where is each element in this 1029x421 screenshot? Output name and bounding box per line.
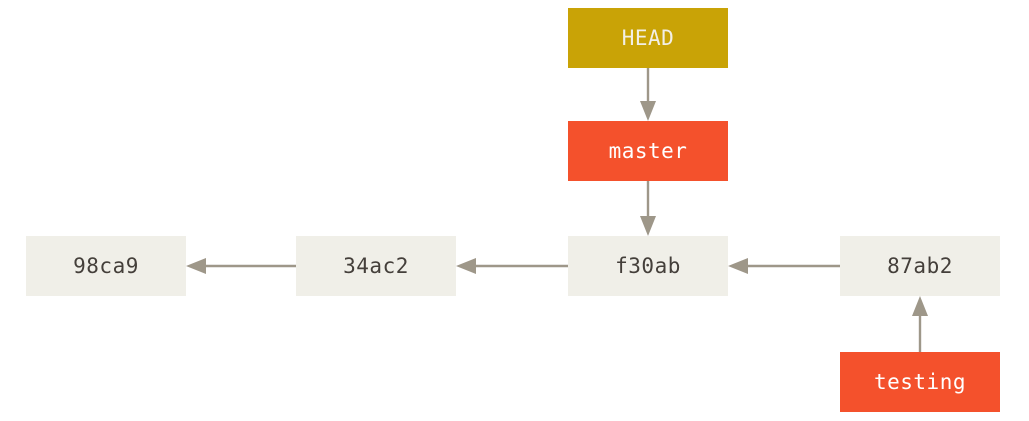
node-commit-87ab2-label: 87ab2 (887, 253, 953, 278)
node-branch-master[interactable]: master (568, 121, 728, 181)
arrowhead-icon (728, 258, 748, 274)
edge-head-to-master (640, 68, 656, 121)
node-commit-98ca9-label: 98ca9 (73, 253, 139, 278)
arrowhead-icon (912, 296, 928, 316)
arrowhead-icon (640, 101, 656, 121)
edge-master-to-f30ab (640, 181, 656, 236)
edge-34ac2-to-98ca9 (186, 258, 296, 274)
node-head-label: HEAD (621, 25, 675, 50)
edge-testing-to-87ab2 (912, 296, 928, 352)
node-branch-testing-label: testing (873, 369, 966, 394)
node-commit-87ab2[interactable]: 87ab2 (840, 236, 1000, 296)
edge-f30ab-to-34ac2 (456, 258, 568, 274)
node-branch-testing[interactable]: testing (840, 352, 1000, 412)
node-commit-34ac2[interactable]: 34ac2 (296, 236, 456, 296)
edge-87ab2-to-f30ab (728, 258, 840, 274)
arrowhead-icon (640, 216, 656, 236)
arrowhead-icon (456, 258, 476, 274)
arrowhead-icon (186, 258, 206, 274)
node-head[interactable]: HEAD (568, 8, 728, 68)
node-commit-98ca9[interactable]: 98ca9 (26, 236, 186, 296)
node-commit-f30ab-label: f30ab (615, 253, 681, 278)
node-commit-34ac2-label: 34ac2 (343, 253, 409, 278)
node-branch-master-label: master (608, 138, 688, 163)
node-commit-f30ab[interactable]: f30ab (568, 236, 728, 296)
